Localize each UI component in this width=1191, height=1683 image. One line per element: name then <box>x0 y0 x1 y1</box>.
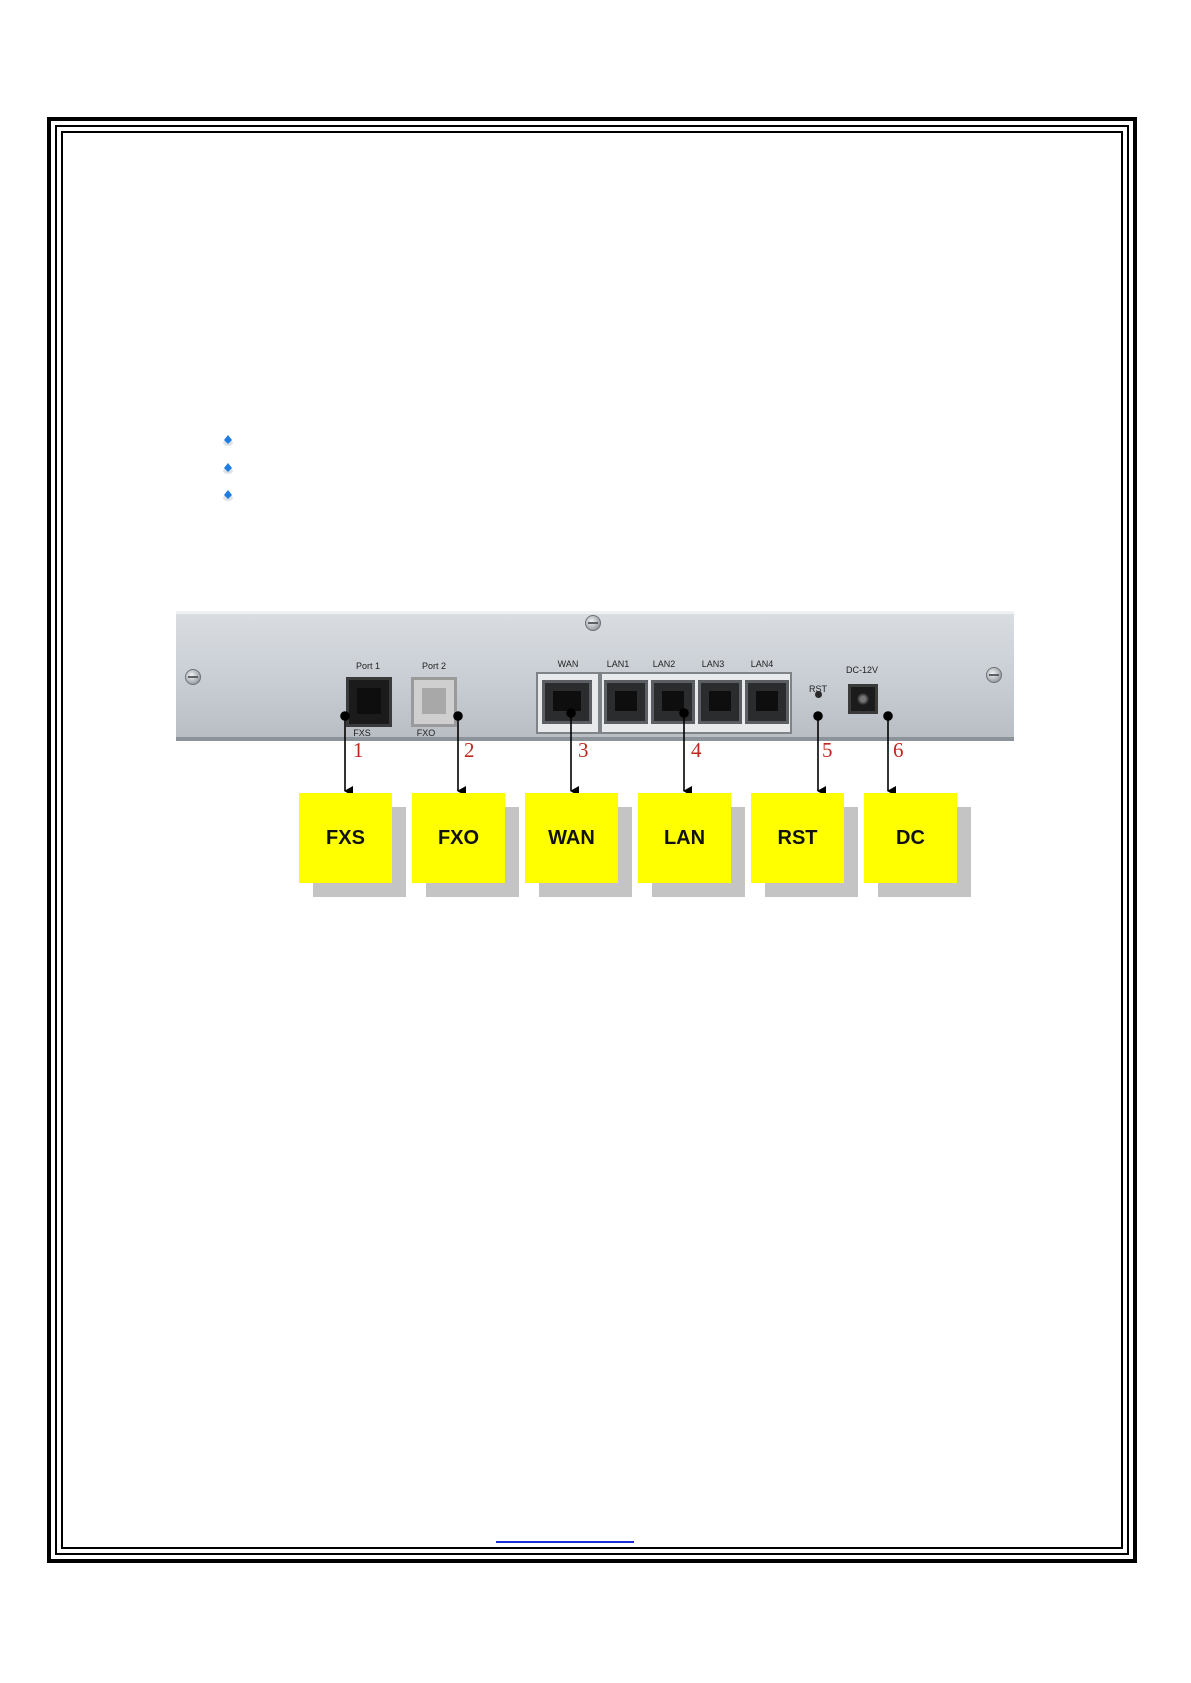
callout-label-fxo: FXO <box>412 793 505 883</box>
callout-label-lan: LAN <box>638 793 731 883</box>
callout-number: 6 <box>893 738 904 763</box>
callout-label-wan: WAN <box>525 793 618 883</box>
callout-number: 3 <box>578 738 589 763</box>
callout-label-fxs: FXS <box>299 793 392 883</box>
footer-link[interactable] <box>496 1529 634 1543</box>
callout-number: 1 <box>353 738 364 763</box>
callout-label-dc: DC <box>864 793 957 883</box>
callout-number: 2 <box>464 738 475 763</box>
callout-number: 4 <box>691 738 702 763</box>
callout-label-rst: RST <box>751 793 844 883</box>
callout-number: 5 <box>822 738 833 763</box>
